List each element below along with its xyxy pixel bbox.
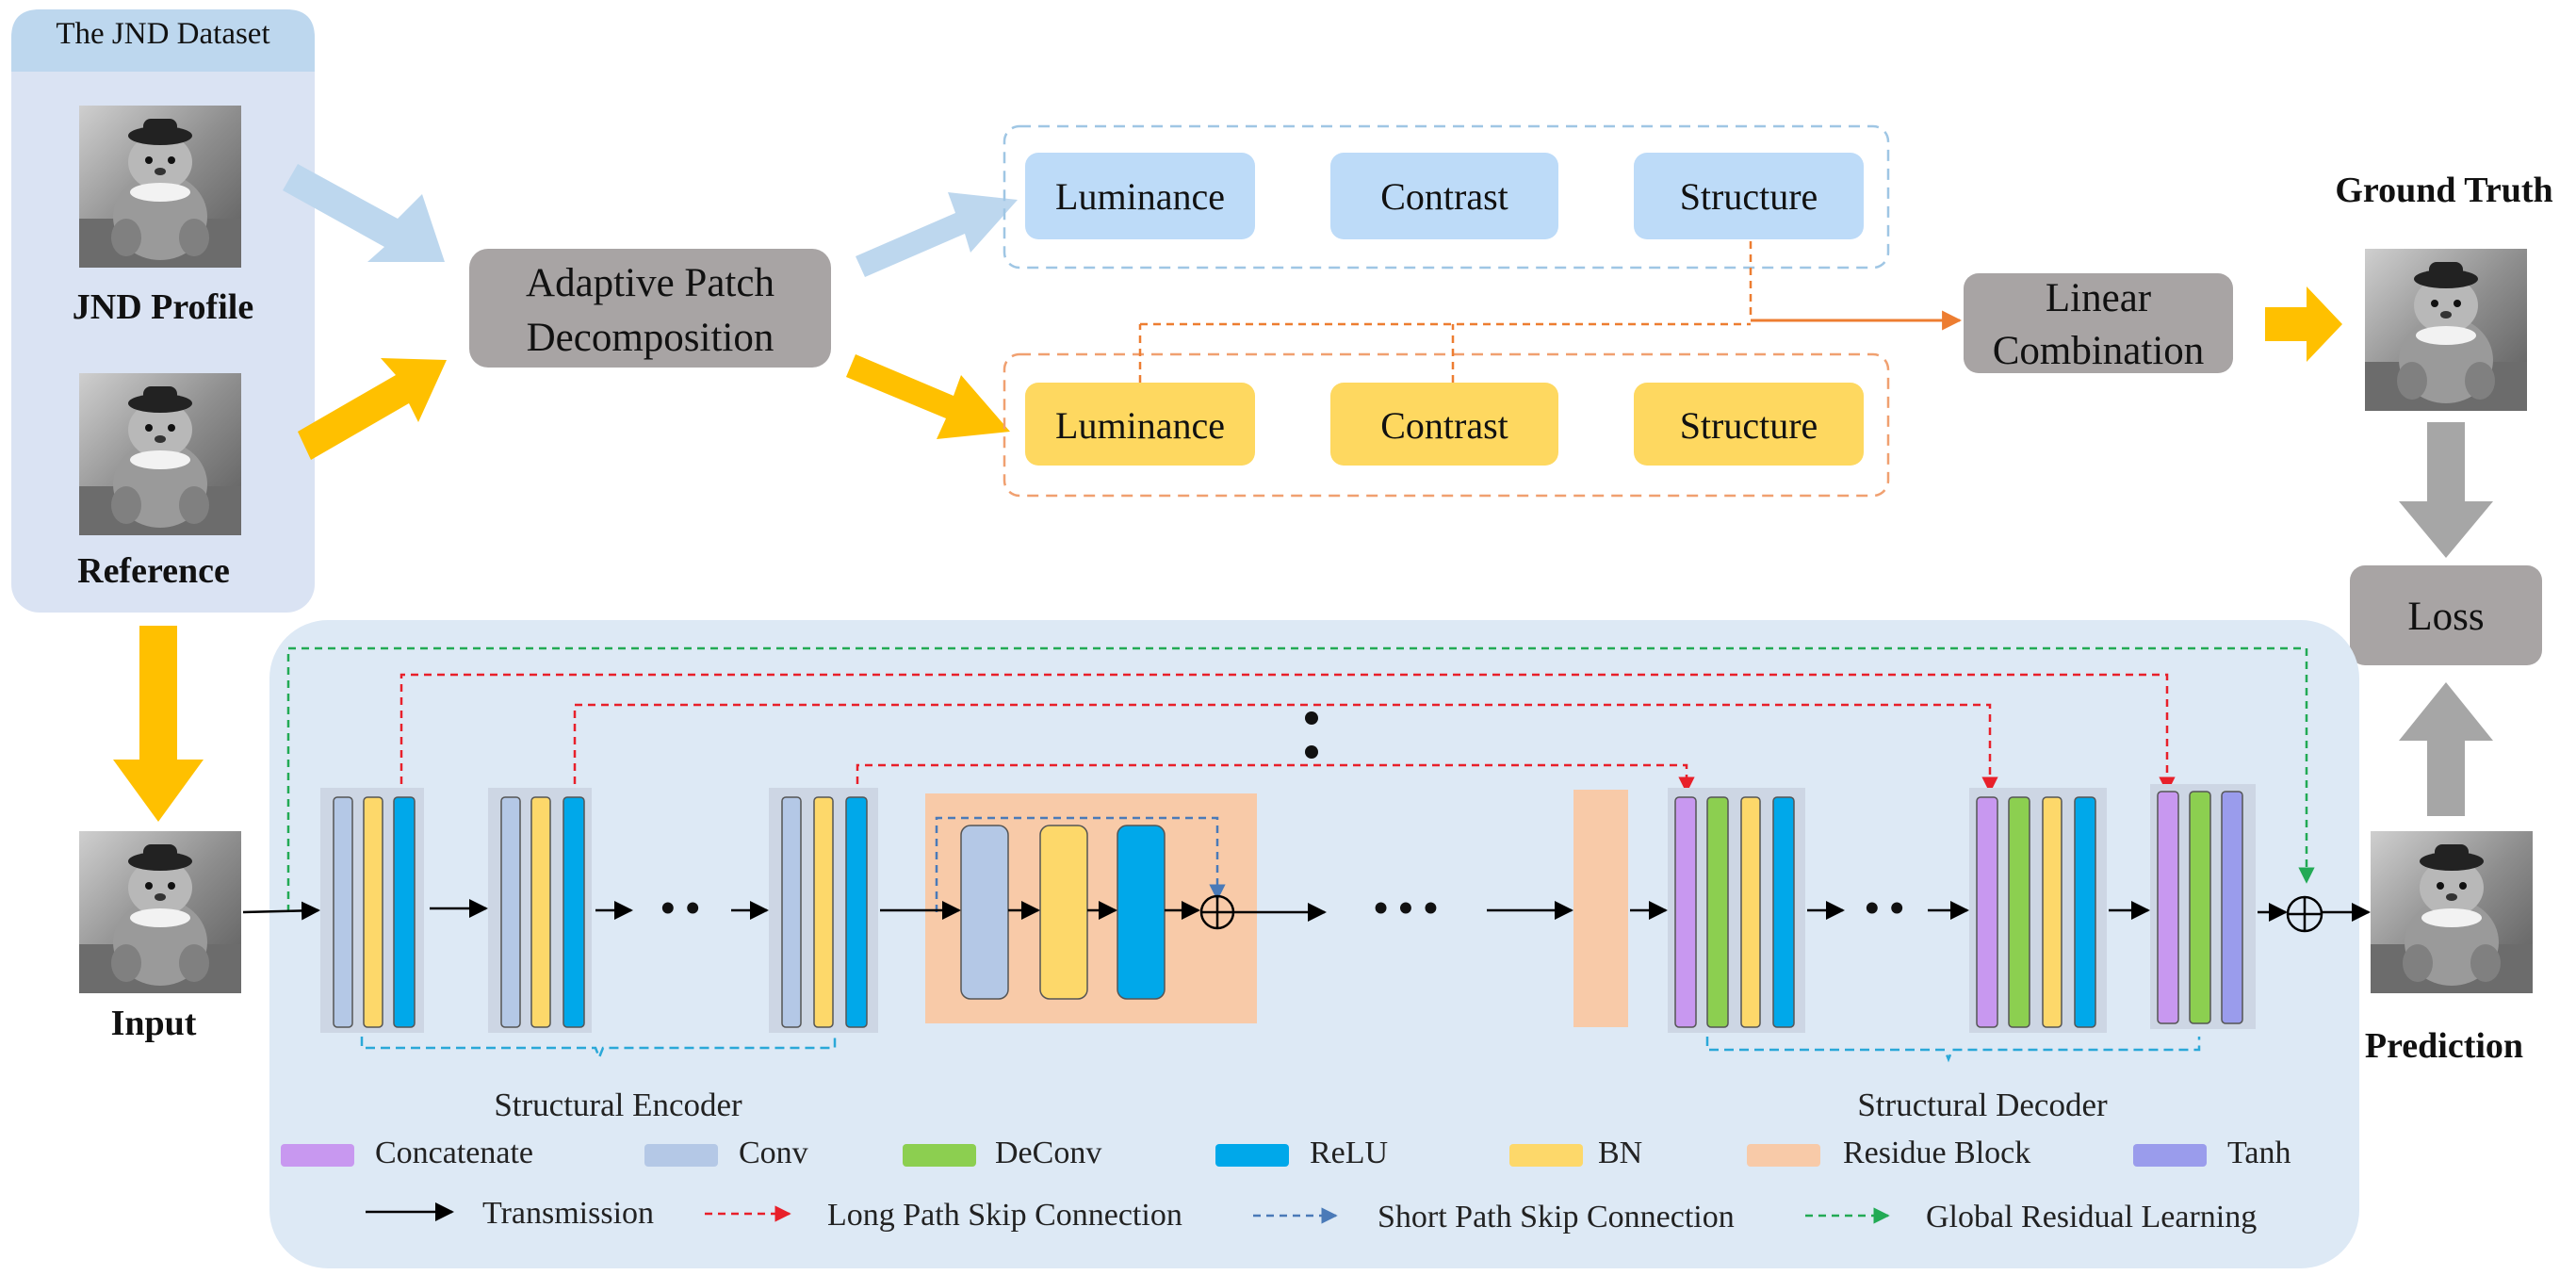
dataset-title: The JND Dataset	[56, 17, 269, 51]
light-blue-arrow-icon	[283, 164, 445, 262]
yellow-luminance-label: Luminance	[1055, 404, 1225, 447]
encoder-block-3	[769, 788, 878, 1033]
blue-luminance-box	[1025, 153, 1255, 239]
legend-swatch-deconv	[903, 1144, 976, 1167]
decoder-brace	[1705, 1037, 2201, 1063]
legend-concatenate: Concatenate	[375, 1136, 533, 1170]
dot-upper	[1305, 711, 1318, 725]
jnd-profile-label: JND Profile	[73, 287, 253, 327]
light-blue-arrow-icon	[856, 192, 1018, 277]
yellow-structure-box	[1634, 383, 1864, 466]
prediction-label: Prediction	[2365, 1026, 2523, 1066]
encoder-block-1	[320, 788, 424, 1033]
adaptive-patch-box	[469, 249, 831, 368]
transmission-arrows	[242, 899, 2371, 922]
reference-image	[79, 373, 241, 535]
legend-swatch-relu	[1215, 1144, 1289, 1167]
blue-group-frame	[1003, 124, 1890, 270]
blue-contrast-label: Contrast	[1380, 175, 1508, 218]
long-skip-connection-2	[573, 703, 1998, 797]
dot-lower	[1305, 745, 1318, 759]
gray-down-arrow-icon	[2399, 422, 2493, 558]
adaptive-patch-line1: Adaptive Patch	[526, 261, 774, 305]
yellow-structure-label: Structure	[1680, 404, 1818, 447]
legend-swatch-residue-block	[1747, 1144, 1820, 1167]
linear-combination-line2: Combination	[1993, 329, 2205, 373]
blue-structure-box	[1634, 153, 1864, 239]
reference-label: Reference	[77, 551, 230, 591]
long-skip-connection-1	[399, 673, 2176, 797]
yellow-arrow-icon	[846, 354, 1010, 439]
final-add-icon	[2286, 895, 2323, 933]
legend-swatch-conv	[644, 1144, 718, 1167]
legend-global-residual: Global Residual Learning	[1926, 1200, 2257, 1234]
middle-ellipsis: • • •	[1374, 885, 1438, 931]
network-panel	[269, 620, 2359, 1268]
legend-deconv: DeConv	[995, 1136, 1101, 1170]
encoder-block-2	[488, 788, 592, 1033]
yellow-luminance-box	[1025, 383, 1255, 466]
decoder-label: Structural Decoder	[1857, 1087, 2108, 1123]
ground-truth-image	[2365, 249, 2527, 411]
yellow-arrow-icon	[298, 358, 447, 460]
yellow-arrow-icon	[2265, 286, 2342, 362]
blue-structure-label: Structure	[1680, 175, 1818, 218]
linear-combination-box	[1964, 273, 2233, 373]
decoder-ellipsis: • •	[1865, 885, 1904, 931]
residue-block-expanded	[925, 793, 1257, 1023]
loss-box	[2350, 565, 2542, 665]
dataset-header	[11, 9, 315, 72]
legend-swatch-bn	[1509, 1144, 1583, 1167]
component-connectors	[1138, 241, 1753, 383]
yellow-down-arrow-icon	[113, 626, 204, 822]
legend-bn: BN	[1598, 1136, 1642, 1170]
legend-transmission: Transmission	[482, 1196, 654, 1231]
yellow-contrast-box	[1330, 383, 1558, 466]
legend-conv: Conv	[739, 1136, 808, 1170]
adaptive-patch-line2: Decomposition	[527, 316, 774, 360]
ground-truth-label: Ground Truth	[2335, 171, 2552, 210]
legend-long-skip: Long Path Skip Connection	[827, 1198, 1182, 1233]
blue-contrast-box	[1330, 153, 1558, 239]
global-residual-connection	[286, 646, 2315, 912]
residue-block-collapsed	[1573, 790, 1628, 1027]
yellow-group-frame	[1003, 352, 1890, 498]
prediction-image	[2371, 831, 2533, 993]
legend-swatch-concatenate	[281, 1144, 354, 1167]
short-skip-connection	[935, 816, 1226, 912]
encoder-ellipsis: • •	[660, 885, 700, 931]
input-label: Input	[111, 1004, 197, 1043]
encoder-label: Structural Encoder	[494, 1087, 742, 1123]
input-image	[79, 831, 241, 993]
legend-residue-block: Residue Block	[1843, 1136, 2030, 1170]
jnd-profile-image	[79, 106, 241, 268]
decoder-block-1	[1668, 788, 1805, 1033]
blue-luminance-label: Luminance	[1055, 175, 1225, 218]
loss-label: Loss	[2407, 595, 2484, 639]
legend-lines: Transmission Long Path Skip Connection S…	[366, 1196, 2257, 1234]
long-skip-connection-3	[856, 763, 1695, 797]
legend-swatch-tanh	[2133, 1144, 2207, 1167]
yellow-contrast-label: Contrast	[1380, 404, 1508, 447]
legend-relu: ReLU	[1310, 1136, 1388, 1170]
gray-up-arrow-icon	[2399, 682, 2493, 816]
legend-tanh: Tanh	[2227, 1136, 2291, 1170]
legend-short-skip: Short Path Skip Connection	[1378, 1200, 1735, 1234]
linear-combination-line1: Linear	[2046, 276, 2151, 320]
decoder-block-3	[2150, 784, 2256, 1029]
legend-layers: Concatenate Conv DeConv ReLU BN Residue …	[281, 1136, 2291, 1170]
decoder-block-2	[1969, 788, 2107, 1033]
